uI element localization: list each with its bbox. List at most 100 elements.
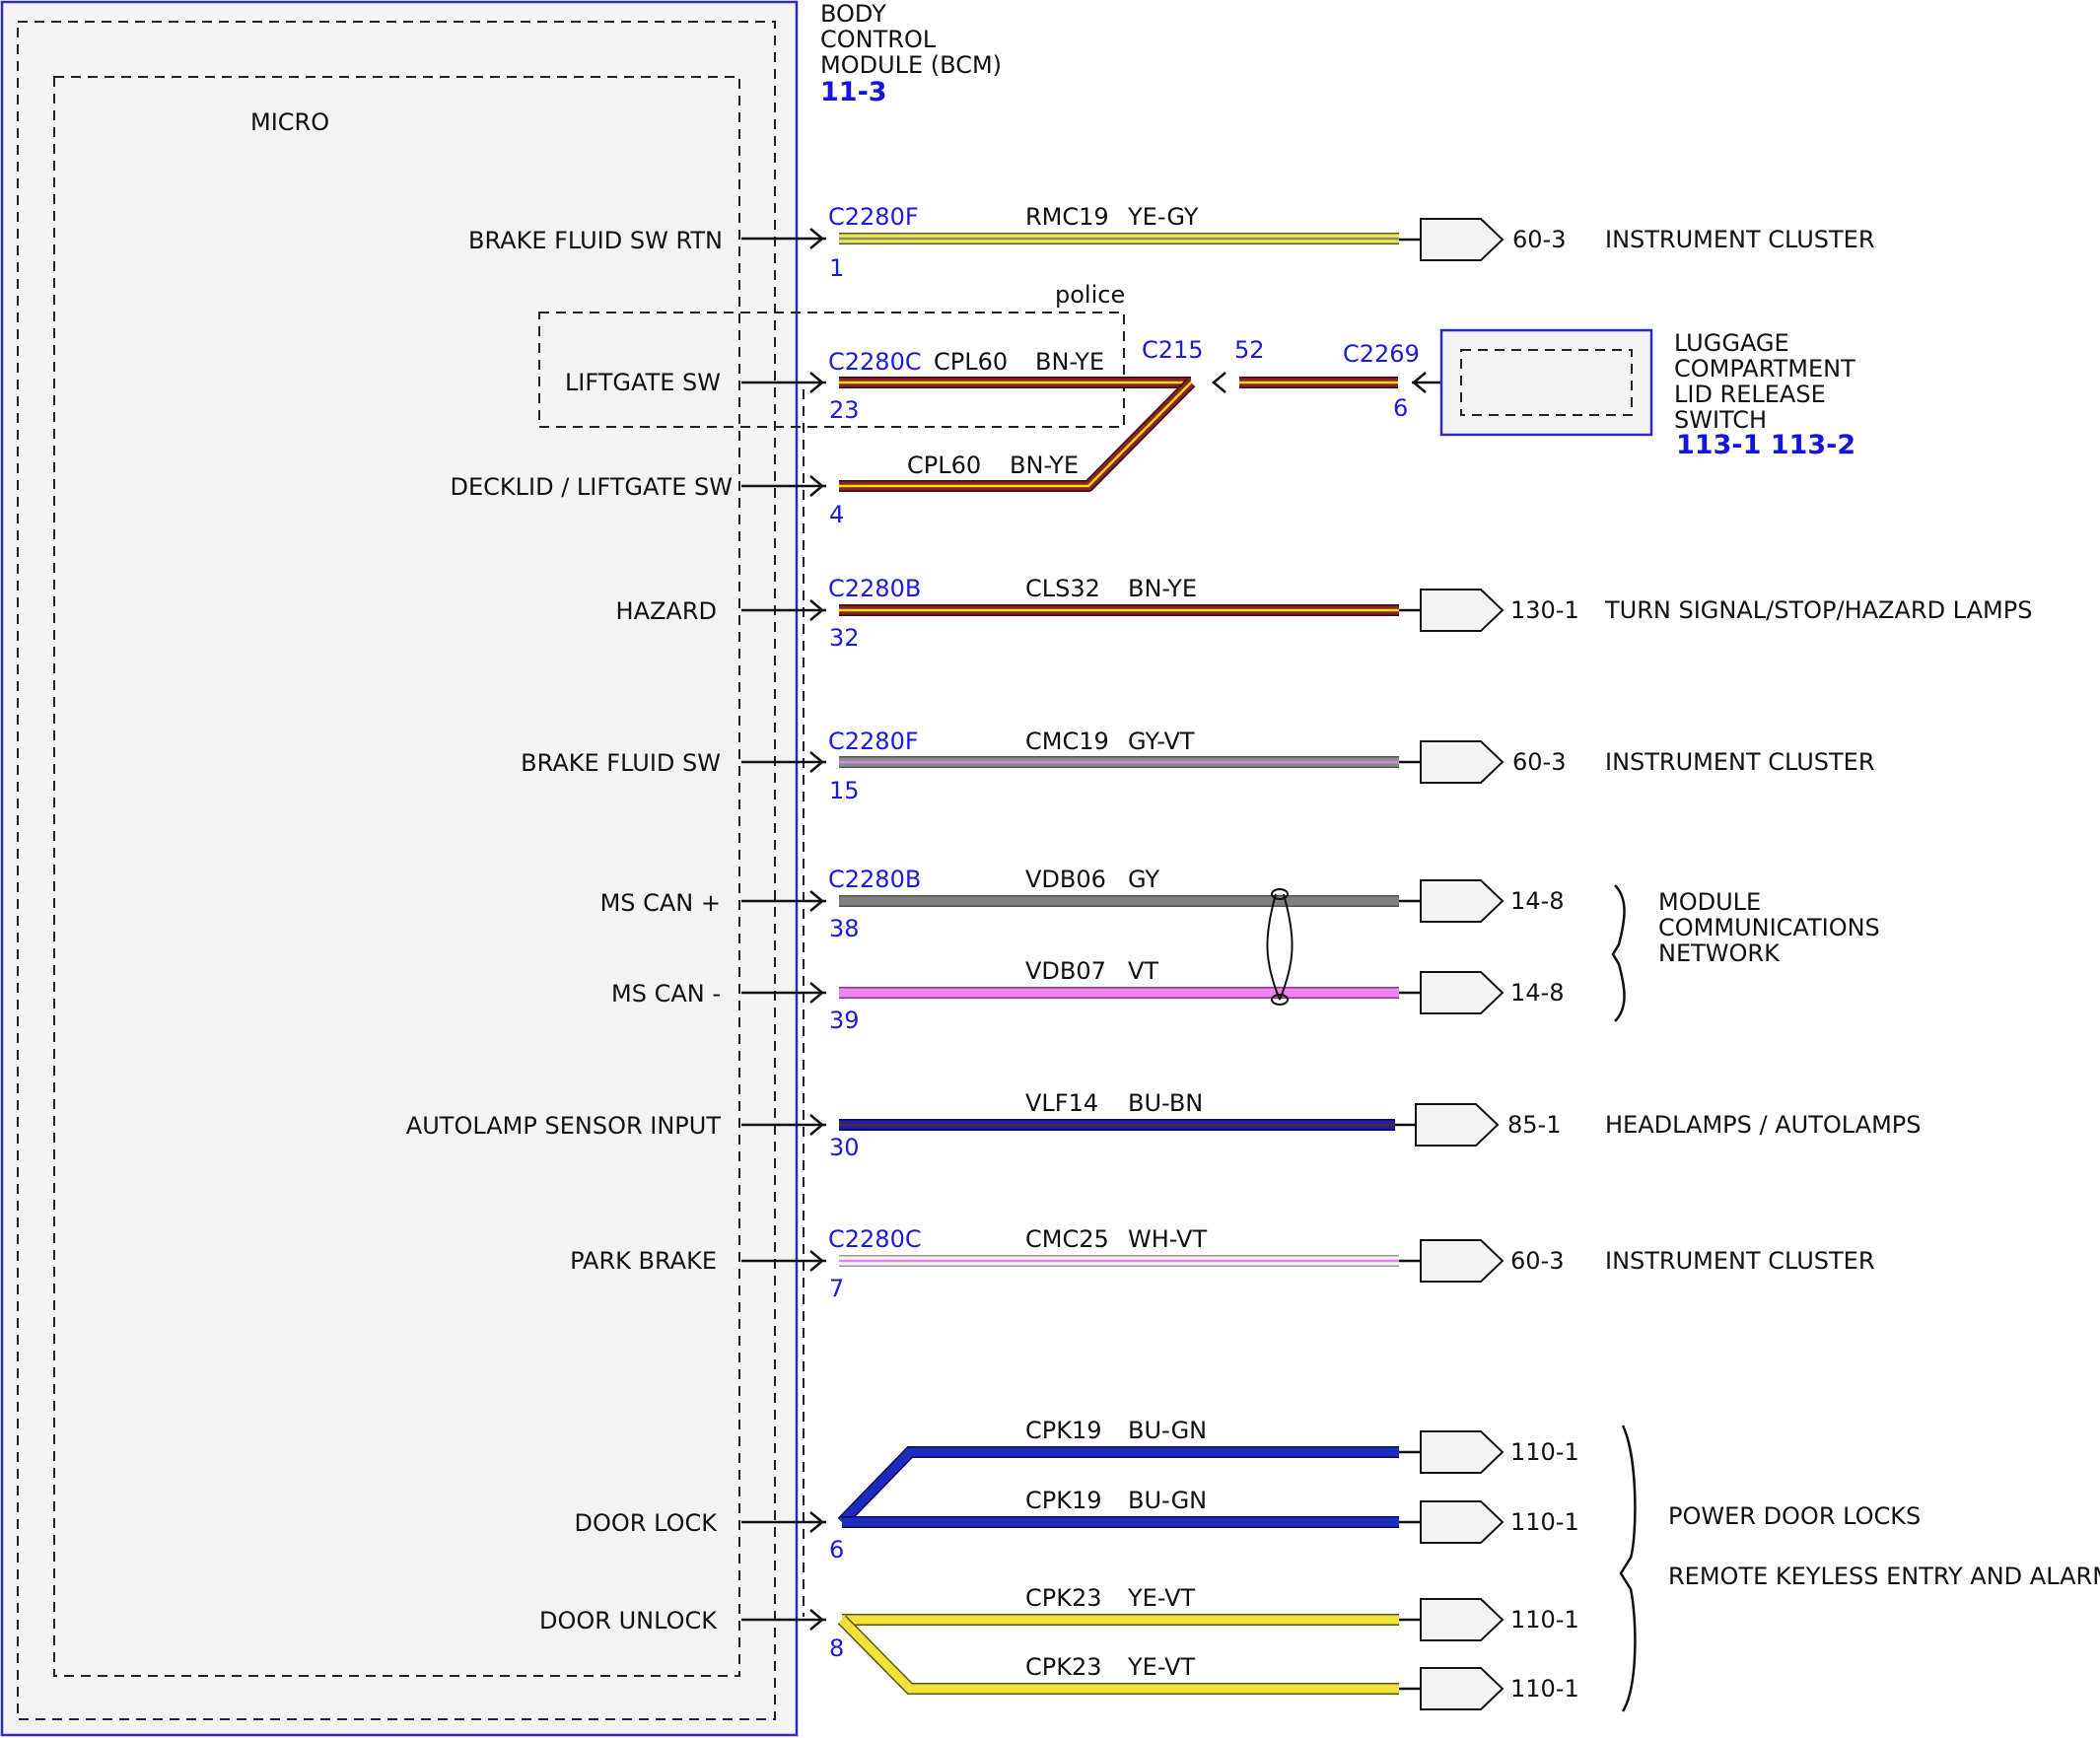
switch-ref: 113-1 113-2 xyxy=(1676,430,1855,460)
network-label-line-2: COMMUNICATIONS xyxy=(1658,914,1880,941)
splice-arrow-icon xyxy=(1212,372,1226,393)
destination-ref: 130-1 xyxy=(1510,596,1579,624)
signal-label: DOOR UNLOCK xyxy=(539,1607,718,1634)
pin-number: 6 xyxy=(829,1536,844,1564)
connector-label: C2280B xyxy=(828,575,921,602)
circuit-id: CPK19 xyxy=(1025,1417,1102,1444)
bcm-inner-boundary xyxy=(17,21,776,1720)
internal-leads xyxy=(741,228,826,1631)
signal-label: DECKLID / LIFTGATE SW xyxy=(451,473,733,501)
signal-label: BRAKE FLUID SW RTN xyxy=(468,227,723,254)
destination-name: INSTRUMENT CLUSTER xyxy=(1605,226,1875,253)
connector-label: C2280F xyxy=(828,728,919,755)
connector-arrow-icon xyxy=(1420,971,1505,1014)
circuit-id: VDB07 xyxy=(1025,957,1106,985)
wire-color: BU-GN xyxy=(1128,1487,1207,1514)
pin-number: 15 xyxy=(829,777,860,804)
destination-ref: 110-1 xyxy=(1510,1438,1579,1466)
switch-arrow-icon xyxy=(1412,372,1427,393)
connector-label: C2280C xyxy=(828,1225,922,1253)
pin-number: 1 xyxy=(829,254,844,282)
module-ref: 11-3 xyxy=(820,77,887,107)
switch-name-line-2: COMPARTMENT xyxy=(1674,355,1855,382)
wire-color: GY-VT xyxy=(1128,728,1195,755)
destination-ref: 60-3 xyxy=(1512,748,1566,776)
connector-arrow-icon xyxy=(1420,1239,1505,1283)
destination-name: INSTRUMENT CLUSTER xyxy=(1605,1247,1875,1275)
network-label-line-3: NETWORK xyxy=(1658,939,1781,967)
switch-name-line-3: LID RELEASE xyxy=(1674,381,1826,408)
module-name-line-2: CONTROL xyxy=(820,26,937,53)
locks-label-line-2: REMOTE KEYLESS ENTRY AND ALARM xyxy=(1668,1563,2100,1590)
circuit-id: CPK19 xyxy=(1025,1487,1102,1514)
destination-ref: 110-1 xyxy=(1510,1508,1579,1536)
circuit-labels: RMC19 YE-GY CPL60 BN-YE CPL60 BN-YE CLS3… xyxy=(907,203,1207,1681)
micro-boundary xyxy=(53,76,740,1677)
connector-arrow-icon xyxy=(1420,1667,1505,1710)
destination-ref: 60-3 xyxy=(1510,1247,1564,1275)
switch-name-line-4: SWITCH xyxy=(1674,406,1767,434)
connector-arrow-icon xyxy=(1420,879,1505,923)
network-brace-icon xyxy=(1611,884,1626,1022)
network-label-line-1: MODULE xyxy=(1658,888,1761,916)
switch-name-line-1: LUGGAGE xyxy=(1674,329,1789,357)
circuit-id: CPL60 xyxy=(907,452,981,479)
signal-label: MS CAN + xyxy=(600,889,721,917)
pin-number: 30 xyxy=(829,1134,860,1161)
wire-color: YE-VT xyxy=(1127,1653,1195,1681)
twisted-pair-icon xyxy=(1266,888,1294,1006)
circuit-id: CPK23 xyxy=(1025,1584,1102,1612)
destination-ref: 14-8 xyxy=(1510,979,1564,1007)
splice-name: C215 xyxy=(1142,336,1204,364)
locks-label-line-1: POWER DOOR LOCKS xyxy=(1668,1502,1921,1530)
wire-color: GY xyxy=(1128,866,1159,893)
police-option-box xyxy=(538,312,1125,428)
connector-arrow-icon xyxy=(1420,1500,1505,1544)
pin-number: 32 xyxy=(829,624,860,652)
destination-name: TURN SIGNAL/STOP/HAZARD LAMPS xyxy=(1604,596,2032,624)
wire-color: BN-YE xyxy=(1128,575,1197,602)
destination-leads xyxy=(1395,238,1421,1691)
connector-arrow-icon xyxy=(1415,1103,1500,1147)
wire-color: VT xyxy=(1128,957,1158,985)
connector-label: C2280B xyxy=(828,866,921,893)
destination-ref: 85-1 xyxy=(1507,1111,1561,1139)
connector-arrow-icon xyxy=(1420,1430,1505,1474)
wire-cpk23-branches xyxy=(837,1614,1399,1695)
circuit-id: RMC19 xyxy=(1025,203,1109,231)
circuit-id: CMC25 xyxy=(1025,1225,1109,1253)
wire-color: YE-GY xyxy=(1127,203,1199,231)
connector-arrow-icon xyxy=(1420,218,1505,261)
circuit-id: CMC19 xyxy=(1025,728,1109,755)
destination-ref: 60-3 xyxy=(1512,226,1566,253)
destination-ref: 110-1 xyxy=(1510,1606,1579,1634)
pin-number: 23 xyxy=(829,396,860,424)
wire-color: YE-VT xyxy=(1127,1584,1195,1612)
pin-number: 7 xyxy=(829,1275,844,1302)
locks-brace-icon xyxy=(1619,1425,1637,1712)
wire-cpk19-branches xyxy=(837,1446,1399,1528)
connector-arrow-icon xyxy=(1420,1598,1505,1641)
circuit-id: CPK23 xyxy=(1025,1653,1102,1681)
circuit-id: VLF14 xyxy=(1025,1089,1098,1117)
connector-label: C2280C xyxy=(828,348,922,376)
pin-number: 39 xyxy=(829,1007,860,1034)
wire-color: BU-BN xyxy=(1128,1089,1203,1117)
micro-label: MICRO xyxy=(250,108,329,136)
circuit-id: VDB06 xyxy=(1025,866,1106,893)
wire-color: BN-YE xyxy=(1035,348,1104,376)
signal-label: DOOR LOCK xyxy=(575,1509,719,1537)
destination-connectors xyxy=(1415,218,1505,1710)
wire-color: WH-VT xyxy=(1128,1225,1207,1253)
destination-ref: 14-8 xyxy=(1510,887,1564,915)
module-name-line-1: BODY xyxy=(820,0,886,28)
pin-number: 8 xyxy=(829,1634,844,1662)
wire-cpl60-lower xyxy=(839,378,1196,492)
pin-number: 38 xyxy=(829,915,860,942)
wire-color: BU-GN xyxy=(1128,1417,1207,1444)
signal-label: BRAKE FLUID SW xyxy=(521,749,721,777)
signal-label: LIFTGATE SW xyxy=(565,369,721,396)
splice-pin: 52 xyxy=(1234,336,1265,364)
switch-connector: C2269 xyxy=(1343,340,1420,368)
